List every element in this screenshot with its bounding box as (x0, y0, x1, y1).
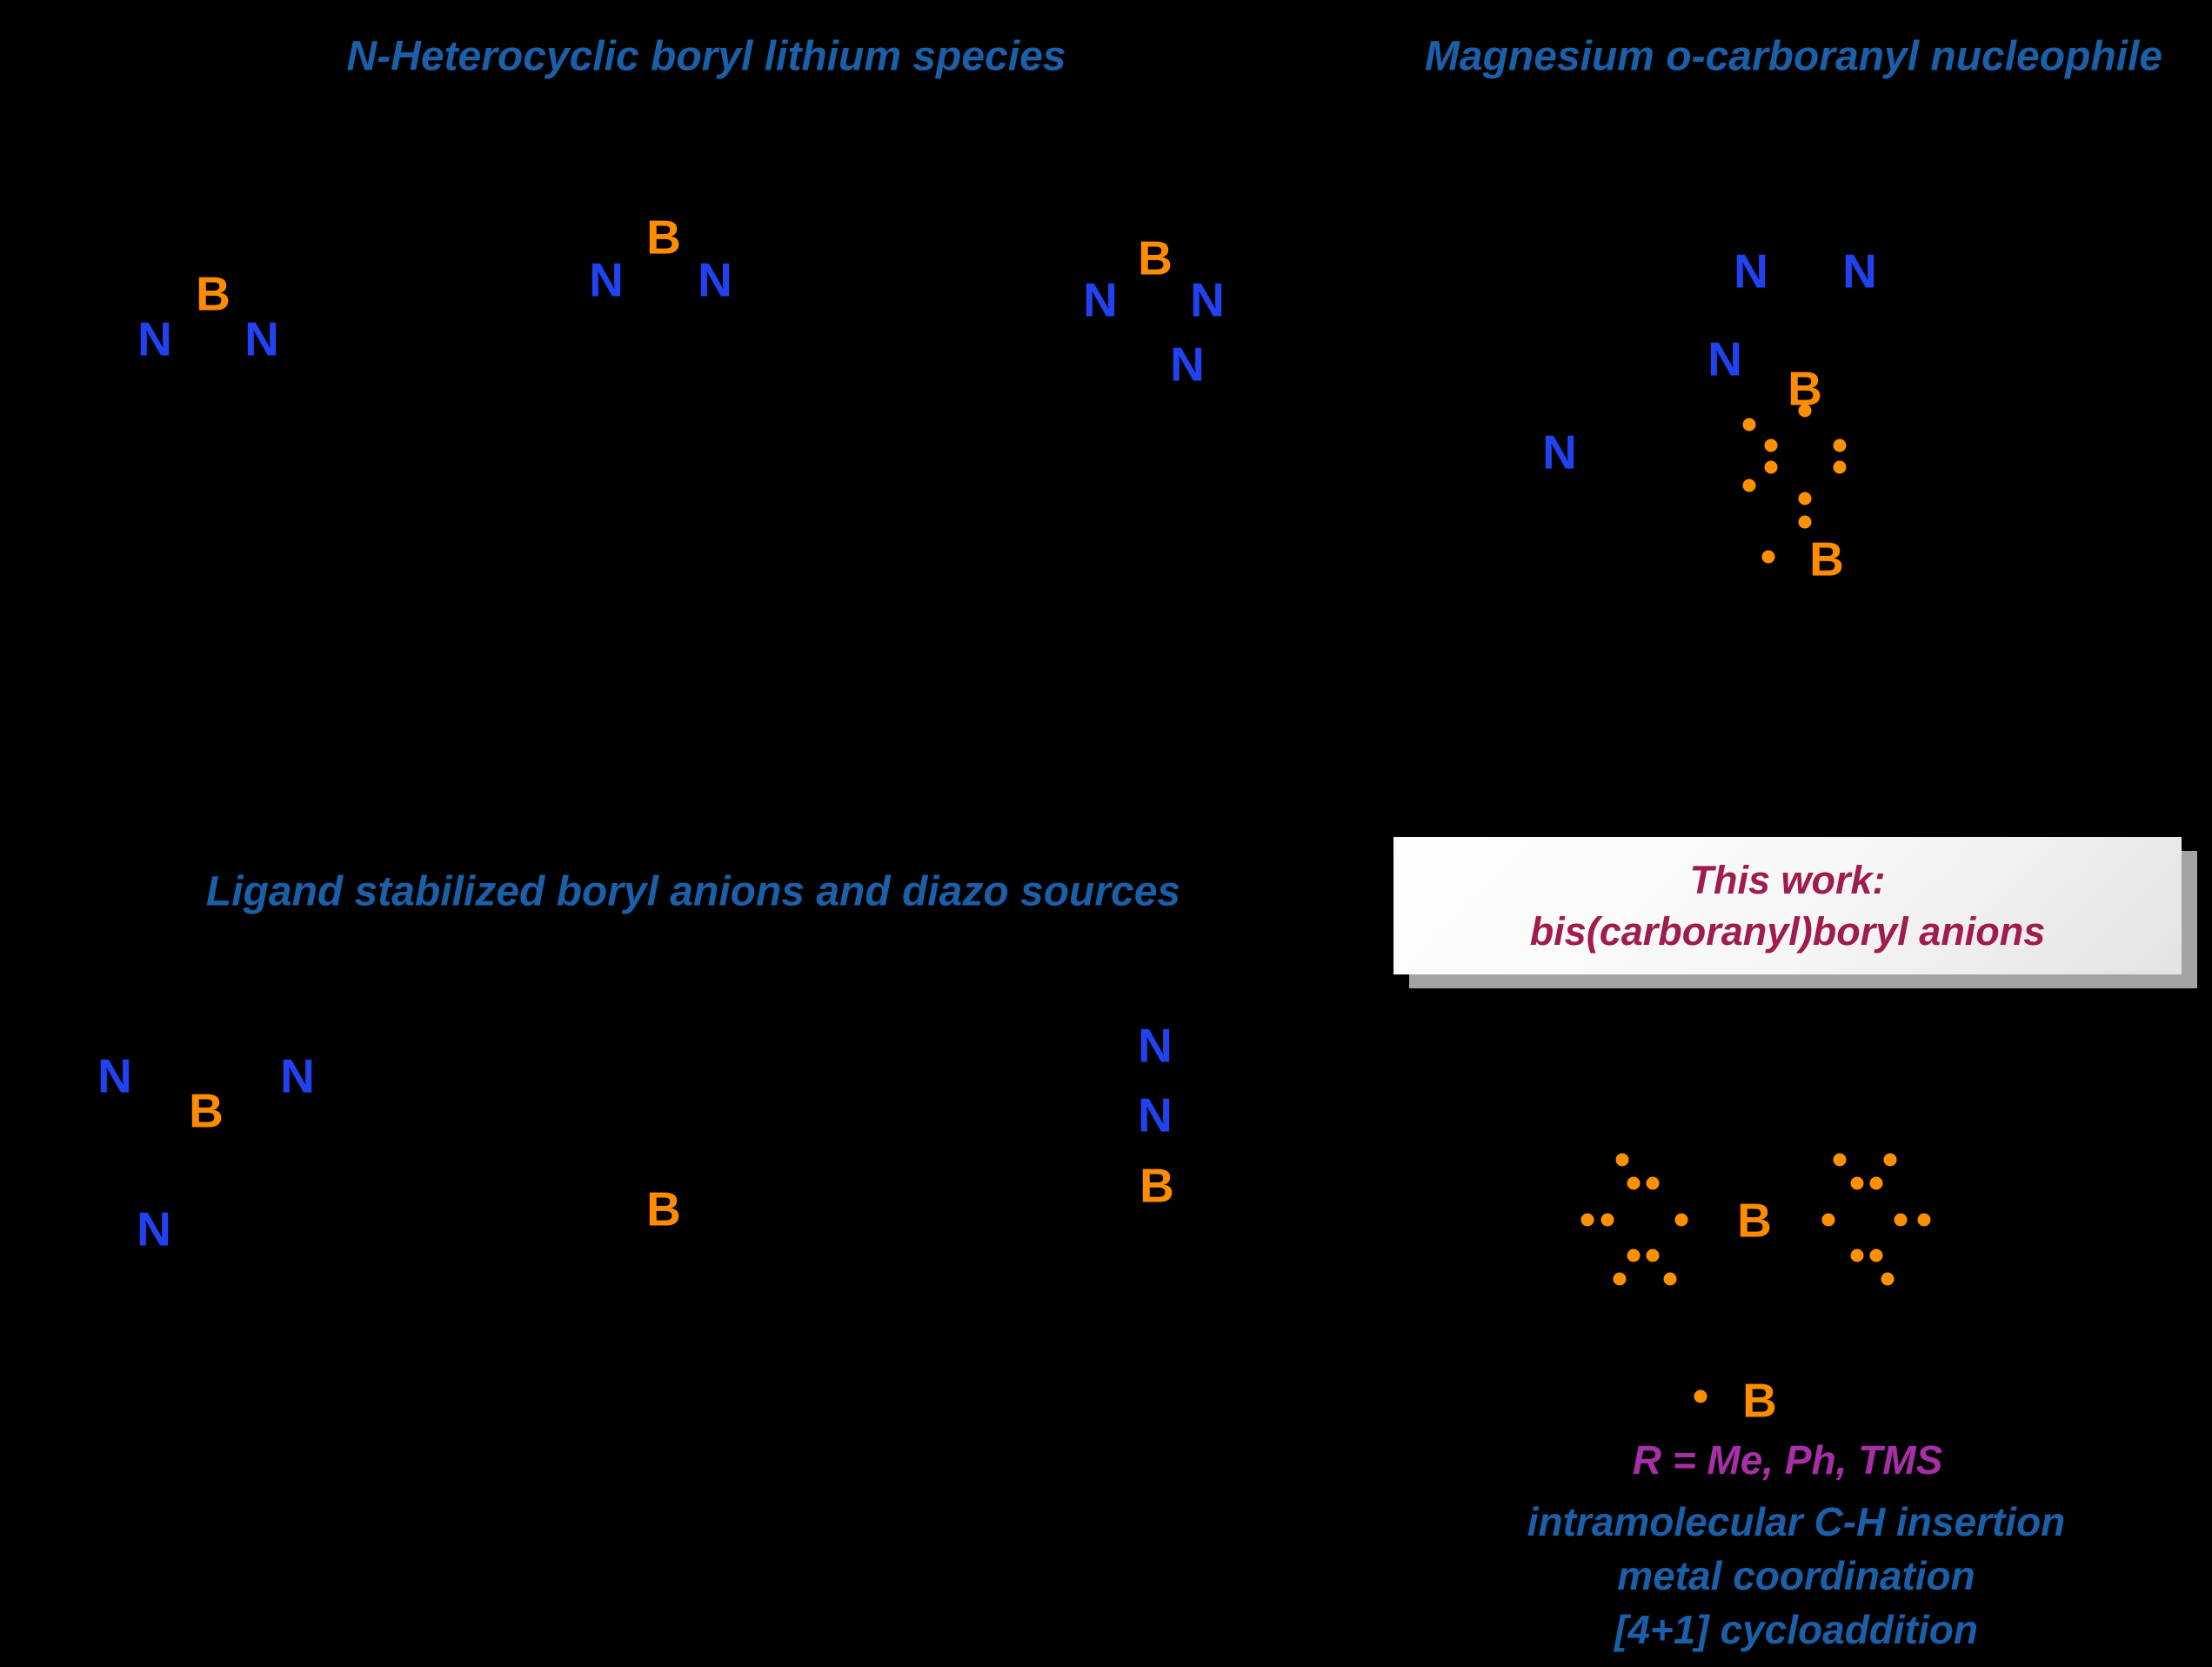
carborane-vertex-dot (1742, 479, 1756, 492)
atom-label-n-magnesium-carboranyl: N (1842, 244, 1877, 298)
carborane-vertex-dot (1881, 1272, 1895, 1286)
carborane-vertex-dot (1833, 460, 1847, 474)
atom-label-b-bis-carboranyl-boryl-anion: B (1742, 1373, 1777, 1428)
r-group-definition-label: R = Me, Ph, TMS (1632, 1437, 1943, 1483)
atom-label-n-nhc-boryl-2: N (589, 252, 624, 307)
reactivity-line-metal-coordination: metal coordination (1617, 1553, 1975, 1598)
carborane-vertex-dot (1883, 1153, 1897, 1167)
atom-label-n-nhc-boryl-2: N (698, 252, 732, 307)
carborane-vertex-dot (1833, 1153, 1847, 1167)
atom-label-b-nhc-boryl-3: B (1138, 231, 1173, 285)
carborane-vertex-dot (1798, 492, 1812, 505)
carborane-vertex-dot (1694, 1389, 1707, 1403)
this-work-title: This work: (1689, 857, 1886, 902)
carborane-vertex-dot (1627, 1176, 1641, 1190)
carborane-vertex-dot (1869, 1176, 1883, 1190)
carborane-vertex-dot (1646, 1176, 1660, 1190)
atom-label-b-nhc-boryl-1: B (196, 266, 231, 321)
reactivity-annotation-list: intramolecular C-H insertion metal coord… (1527, 1495, 2066, 1657)
atom-label-n-magnesium-carboranyl: N (1707, 331, 1742, 386)
carborane-vertex-dot (1821, 1213, 1835, 1227)
atom-label-n-ligand-boryl-anion: N (97, 1048, 132, 1103)
this-work-highlight-box: This work: bis(carboranyl)boryl anions (1393, 837, 2182, 974)
carborane-vertex-dot (1764, 460, 1778, 474)
atom-label-b-ligand-boryl-anion: B (189, 1083, 224, 1138)
atom-label-n-ligand-boryl-anion: N (137, 1202, 171, 1256)
carborane-vertex-dot (1615, 1153, 1629, 1167)
atom-label-b-boryl-center: B (646, 1182, 681, 1236)
carborane-vertex-dot (1742, 418, 1756, 432)
carborane-vertex-dot (1764, 439, 1778, 452)
carborane-vertex-dot (1894, 1213, 1908, 1227)
section-title-ligand-stabilized: Ligand stabilized boryl anions and diazo… (205, 868, 1181, 915)
atom-label-b-nhc-boryl-2: B (646, 210, 681, 264)
reactivity-line-cycloaddition: [4+1] cycloaddition (1614, 1607, 1978, 1652)
atom-label-n-diazo-source: N (1138, 1088, 1173, 1142)
atom-label-n-ligand-boryl-anion: N (280, 1048, 315, 1103)
carborane-vertex-dot (1833, 439, 1847, 452)
carborane-vertex-dot (1850, 1176, 1864, 1190)
carborane-vertex-dot (1674, 1213, 1688, 1227)
carborane-vertex-dot (1627, 1249, 1641, 1262)
carborane-vertex-dot (1613, 1272, 1627, 1286)
atom-label-b-bis-carboranyl-boryl-anion: B (1737, 1193, 1772, 1248)
carborane-vertex-dot (1580, 1213, 1594, 1227)
atom-label-n-magnesium-carboranyl: N (1542, 425, 1577, 479)
this-work-subtitle: bis(carboranyl)boryl anions (1529, 909, 2046, 954)
atom-label-n-nhc-boryl-3: N (1190, 272, 1225, 327)
atom-label-n-diazo-source: N (1138, 1018, 1173, 1073)
carborane-vertex-dot (1663, 1272, 1677, 1286)
carborane-vertex-dot (1850, 1249, 1864, 1262)
atom-label-n-nhc-boryl-1: N (137, 311, 172, 366)
carborane-vertex-dot (1869, 1249, 1883, 1262)
atom-label-b-diazo-source: B (1139, 1158, 1174, 1213)
atom-label-n-nhc-boryl-1: N (244, 311, 279, 366)
carborane-vertex-dot (1601, 1213, 1614, 1227)
atom-label-n-nhc-boryl-3: N (1170, 337, 1205, 392)
carborane-vertex-dot (1761, 550, 1775, 564)
carborane-vertex-dot (1798, 404, 1812, 418)
atom-label-n-nhc-boryl-3: N (1083, 272, 1118, 327)
carborane-vertex-dot (1646, 1249, 1660, 1262)
reactivity-line-ch-insertion: intramolecular C-H insertion (1527, 1499, 2066, 1544)
section-title-nhc-boryl-lithium: N-Heterocyclic boryl lithium species (346, 33, 1066, 80)
atom-label-n-magnesium-carboranyl: N (1734, 244, 1768, 298)
carborane-vertex-dot (1917, 1213, 1931, 1227)
carborane-vertex-dot (1798, 515, 1812, 529)
section-title-magnesium-carboranyl: Magnesium o-carboranyl nucleophile (1424, 33, 2163, 80)
atom-label-b-magnesium-carboranyl: B (1809, 532, 1844, 586)
